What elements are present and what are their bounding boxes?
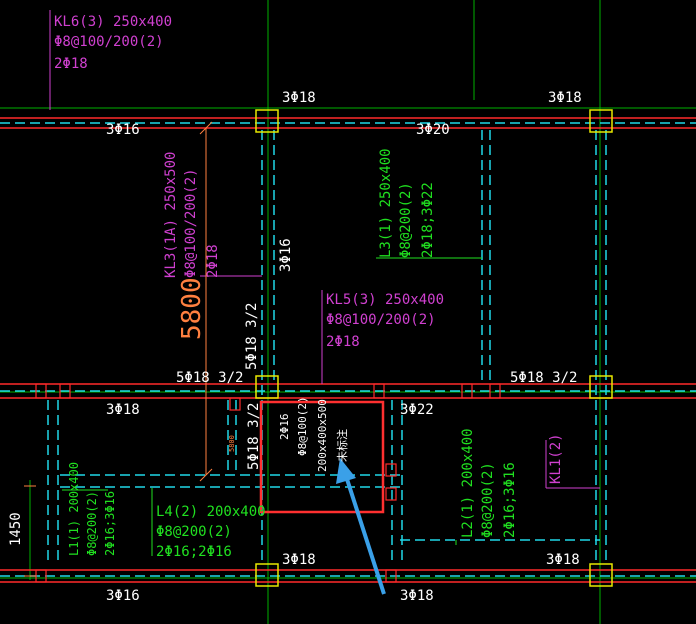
rebar-vert-3phi16: 3Φ16 [278, 238, 294, 272]
kl6-line-1: KL6(3) 250x400 [54, 14, 172, 30]
rebar-top-mid-lower: 3Φ20 [416, 122, 450, 138]
kl1-label: KL1(2) [548, 433, 564, 484]
kl3-line-2: Φ8@100/200(2) [183, 168, 199, 278]
kl5-line-2: Φ8@100/200(2) [326, 312, 436, 328]
highlight-line-2: Φ8@100(2) [296, 396, 309, 456]
column [589, 109, 613, 133]
kl6-line-2: Φ8@100/200(2) [54, 34, 164, 50]
rebar-mid-left-3phi18: 3Φ18 [106, 402, 140, 418]
l1-line-2: Φ8@200(2) [85, 491, 99, 556]
rebar-right-5phi18: 5Φ18 3/2 [510, 370, 577, 386]
columns [255, 109, 613, 587]
column [255, 109, 279, 133]
leaders-green [62, 257, 482, 556]
dimension-1450: 1450 [8, 512, 24, 546]
column [589, 375, 613, 399]
l4-line-1: L4(2) 200x400 [156, 504, 266, 520]
rebar-top-left-upper: 3Φ18 [282, 90, 316, 106]
rebar-top-right-upper: 3Φ18 [548, 90, 582, 106]
rebar-left-5phi18: 5Φ18 3/2 [176, 370, 243, 386]
l4-line-2: Φ8@200(2) [156, 524, 232, 540]
l4-line-3: 2Φ16;2Φ16 [156, 544, 232, 560]
dashed-beams [0, 122, 696, 577]
leaders [49, 10, 600, 489]
kl3-line-3: 2Φ18 [205, 244, 221, 278]
rebar-top-left-lower: 3Φ16 [106, 122, 140, 138]
l3-line-2: Φ8@200(2) [398, 182, 414, 258]
rebar-bot-mid-upper: 3Φ18 [282, 552, 316, 568]
rebar-bot-mid-lower: 3Φ18 [400, 588, 434, 604]
l3-line-3: 2Φ18;3Φ22 [420, 182, 436, 258]
column [255, 563, 279, 587]
beam-lines [0, 117, 696, 583]
l2-line-3: 2Φ16;3Φ16 [502, 462, 518, 538]
highlight-line-1: 2Φ16 [278, 414, 291, 441]
kl5-line-1: KL5(3) 250x400 [326, 292, 444, 308]
rebar-vert-5phi18: 5Φ18 3/2 [244, 303, 260, 370]
beam-supports [35, 383, 501, 583]
dimension-5800: 5800 [177, 277, 207, 340]
dimension-small: 5800 [228, 435, 236, 452]
l2-line-1: L2(1) 200x400 [460, 428, 476, 538]
l1-line-3: 2Φ16;3Φ16 [103, 491, 117, 556]
rebar-bot-left-lower: 3Φ16 [106, 588, 140, 604]
rebar-bot-right-upper: 3Φ18 [546, 552, 580, 568]
pointer-arrow [336, 458, 386, 595]
kl5-line-3: 2Φ18 [326, 334, 360, 350]
dimensions [24, 121, 213, 577]
l2-line-2: Φ8@200(2) [480, 462, 496, 538]
rebar-mid-3phi22: 3Φ22 [400, 402, 434, 418]
highlight-box[interactable] [259, 400, 385, 514]
highlight-line-3: 200x400x500 [316, 399, 329, 472]
l3-line-1: L3(1) 250x400 [378, 148, 394, 258]
column [255, 375, 279, 399]
highlight-line-4: 未标注 [335, 429, 349, 462]
column [589, 563, 613, 587]
l1-line-1: L1(1) 200x400 [67, 462, 81, 556]
kl6-line-3: 2Φ18 [54, 56, 88, 72]
rebar-vert-5phi18-lower: 5Φ18 3/2 [246, 403, 262, 470]
kl3-line-1: KL3(1A) 250x500 [163, 152, 179, 278]
